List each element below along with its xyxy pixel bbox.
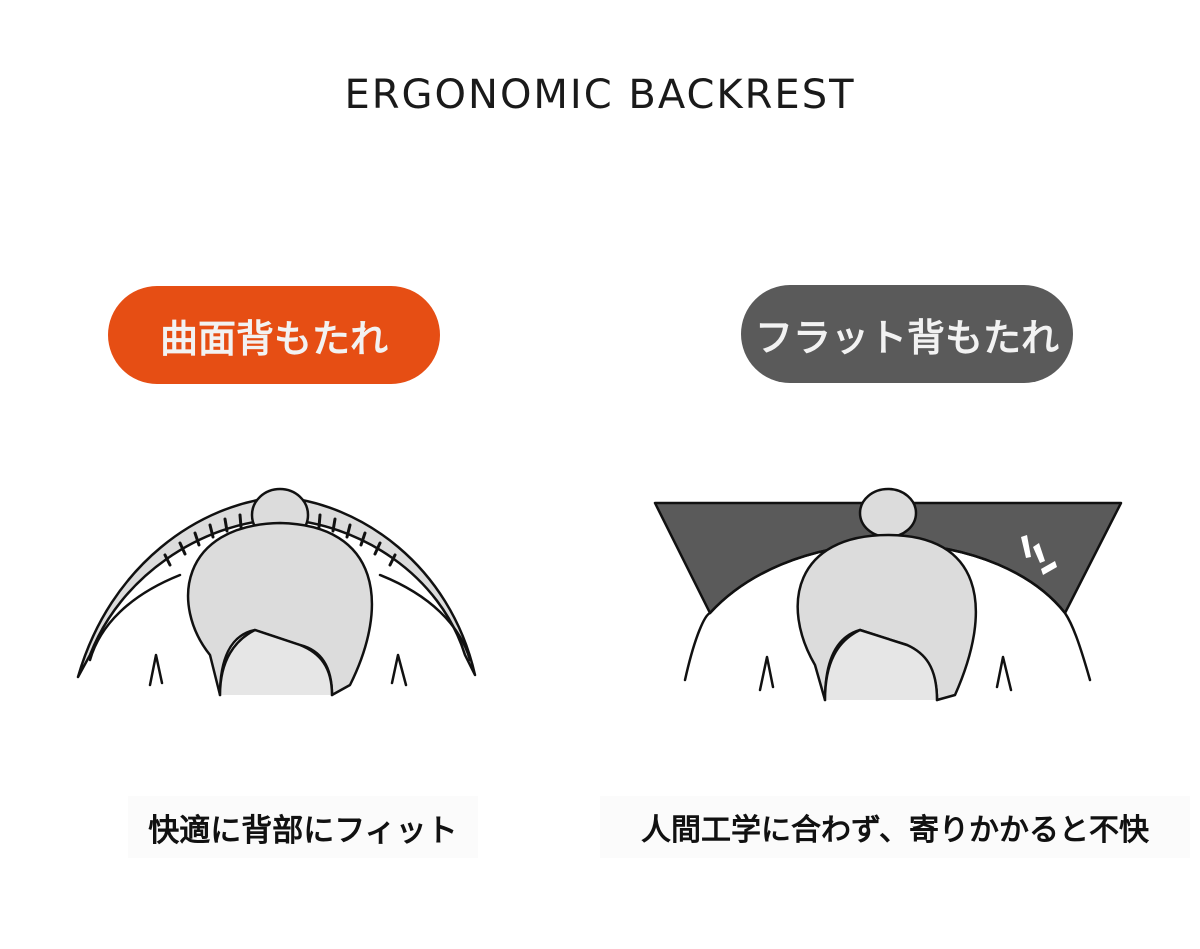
discomfort-marks-icon: [1021, 535, 1057, 575]
flat-backrest-illustration: [653, 487, 1123, 702]
curved-backrest-badge: 曲面背もたれ: [108, 286, 440, 384]
curved-backrest-badge-label: 曲面背もたれ: [159, 316, 388, 361]
flat-backrest-badge-label: フラット背もたれ: [754, 315, 1059, 360]
flat-backrest-caption: 人間工学に合わず、寄りかかると不快: [600, 796, 1190, 858]
curved-backrest-illustration: [76, 487, 477, 697]
page-title: ERGONOMIC BACKREST: [344, 72, 856, 118]
flat-backrest-badge: フラット背もたれ: [741, 285, 1073, 383]
curved-backrest-caption: 快適に背部にフィット: [128, 796, 478, 858]
